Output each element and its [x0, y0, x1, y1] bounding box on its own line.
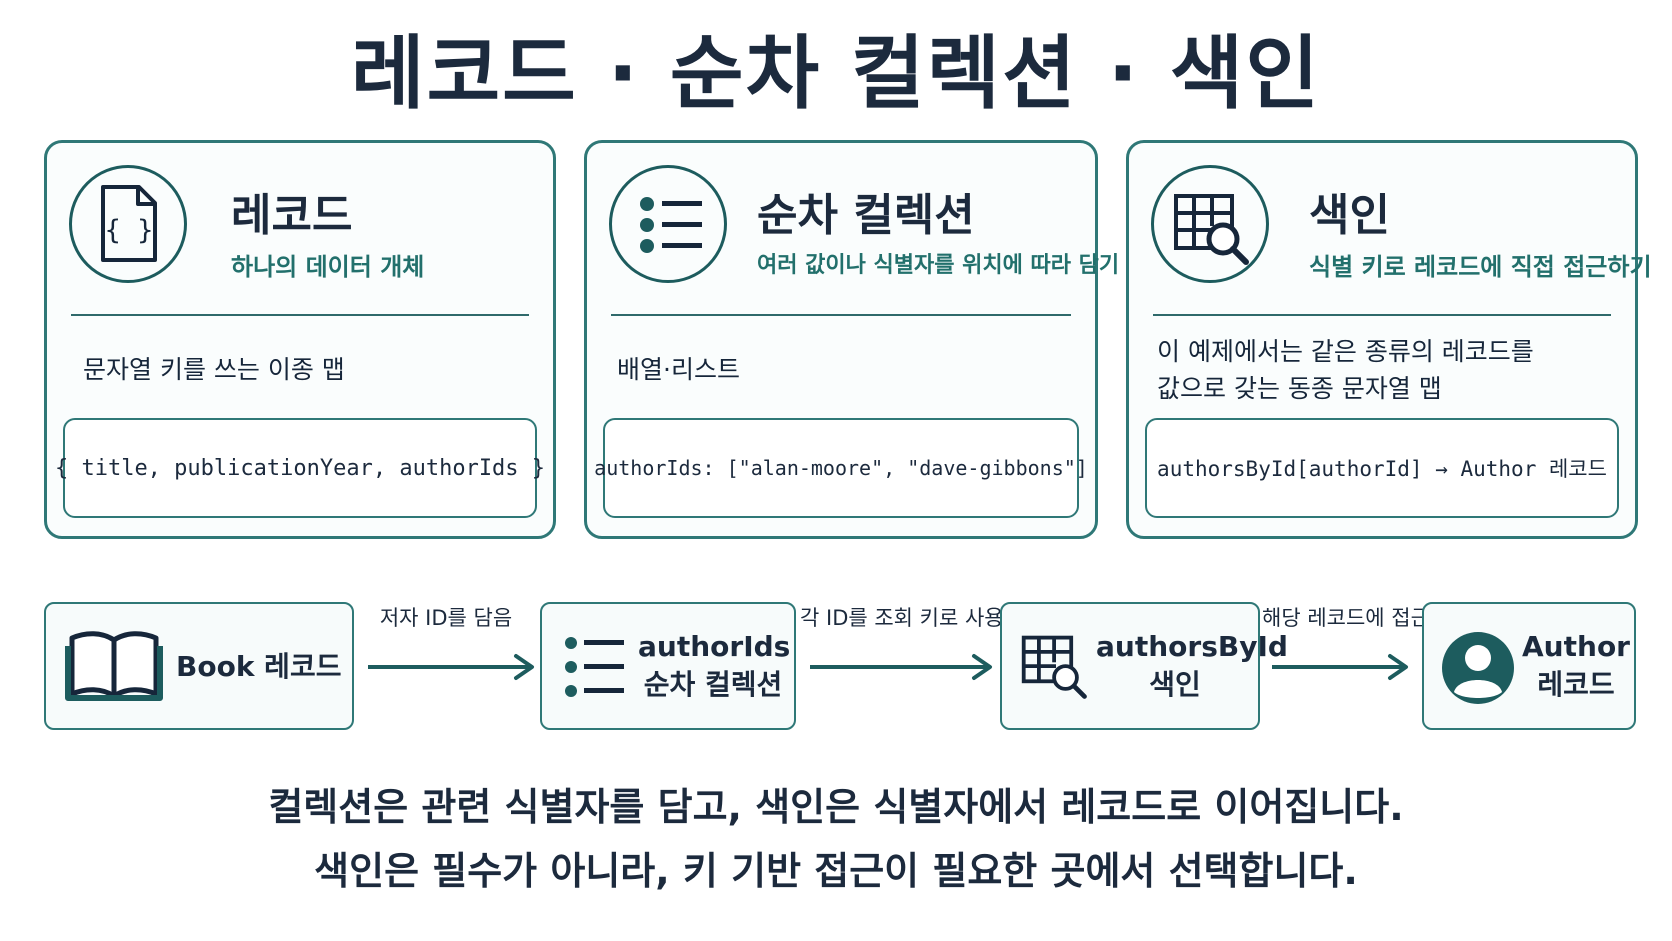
edge-label-lookup-key: 각 ID를 조회 키로 사용 — [800, 606, 1004, 630]
record-card-divider — [71, 314, 529, 316]
svg-text:{ }: { } — [105, 215, 154, 246]
collection-icon-circle — [609, 165, 727, 283]
book-icon — [65, 631, 163, 701]
json-file-icon: { } — [101, 185, 157, 262]
edge-label-access-record: 해당 레코드에 접근 — [1262, 606, 1430, 630]
index-description-line-1: 이 예제에서는 같은 종류의 레코드를 — [1157, 337, 1534, 366]
authors-by-id-node: authorsById 색인 — [1000, 602, 1288, 730]
author-node-line-1: Author — [1522, 630, 1630, 663]
authors-by-id-node-line-1: authorsById — [1096, 630, 1288, 663]
author-ids-node-line-1: authorIds — [638, 630, 791, 663]
index-card: 색인 식별 키로 레코드에 직접 접근하기 이 예제에서는 같은 종류의 레코드… — [1126, 140, 1652, 539]
index-description-line-2: 값으로 갖는 동종 문자열 맵 — [1157, 374, 1442, 403]
collection-card-title: 순차 컬렉션 — [757, 190, 975, 241]
author-ids-node-line-2: 순차 컬렉션 — [643, 668, 783, 701]
list-icon — [565, 637, 624, 697]
collection-card-divider — [611, 314, 1071, 316]
index-icon-circle — [1151, 165, 1269, 283]
author-record-node: Author 레코드 — [1422, 602, 1636, 730]
edge-label-holds-author-ids: 저자 ID를 담음 — [379, 606, 513, 630]
arrow-1 — [368, 654, 534, 680]
record-code-box: { title, publicationYear, authorIds } — [55, 418, 545, 518]
index-code-text: authorsById[authorId] → Author 레코드 — [1157, 457, 1607, 481]
index-code-box: authorsById[authorId] → Author 레코드 — [1145, 418, 1619, 518]
record-card: { } 레코드 하나의 데이터 개체 문자열 키를 쓰는 이종 맵 { titl… — [44, 140, 556, 539]
authors-by-id-node-label: authorsById 색인 — [1096, 628, 1288, 704]
book-record-node: Book 레코드 — [44, 602, 354, 730]
table-search-icon — [1021, 635, 1087, 699]
index-card-divider — [1153, 314, 1611, 316]
author-ids-node: authorIds 순차 컬렉션 — [540, 602, 796, 730]
record-card-description: 문자열 키를 쓰는 이종 맵 — [83, 355, 345, 384]
collection-card: 순차 컬렉션 여러 값이나 식별자를 위치에 따라 담기 배열·리스트 auth… — [584, 140, 1119, 539]
author-ids-node-label: authorIds 순차 컬렉션 — [638, 628, 791, 704]
collection-card-subtitle: 여러 값이나 식별자를 위치에 따라 담기 — [757, 253, 1120, 278]
book-node-label: Book 레코드 — [176, 650, 342, 683]
author-node-label: Author 레코드 — [1522, 628, 1630, 704]
author-node-line-2: 레코드 — [1537, 668, 1615, 701]
record-code-text: { title, publicationYear, authorIds } — [54, 455, 546, 481]
index-card-subtitle: 식별 키로 레코드에 직접 접근하기 — [1309, 253, 1652, 281]
authors-by-id-node-line-2: 색인 — [1149, 668, 1201, 701]
record-card-title: 레코드 — [231, 190, 353, 241]
index-card-description: 이 예제에서는 같은 종류의 레코드를 값으로 갖는 동종 문자열 맵 — [1157, 333, 1534, 407]
collection-code-text: authorIds: ["alan-moore", "dave-gibbons"… — [594, 456, 1088, 480]
caption-line-1: 컬렉션은 관련 식별자를 담고, 색인은 식별자에서 레코드로 이어집니다. — [268, 785, 1404, 829]
table-search-icon — [1174, 194, 1249, 265]
index-card-title: 색인 — [1309, 190, 1390, 241]
record-card-subtitle: 하나의 데이터 개체 — [231, 253, 425, 281]
list-icon — [640, 197, 702, 253]
record-icon-circle: { } — [69, 165, 187, 283]
arrow-3 — [1272, 654, 1408, 680]
collection-code-box: authorIds: ["alan-moore", "dave-gibbons"… — [594, 418, 1088, 518]
page-title: 레코드 · 순차 컬렉션 · 색인 — [350, 27, 1322, 120]
caption-line-2: 색인은 필수가 아니라, 키 기반 접근이 필요한 곳에서 선택합니다. — [314, 849, 1358, 893]
collection-card-description: 배열·리스트 — [617, 355, 740, 384]
arrow-2 — [810, 654, 992, 680]
user-icon — [1442, 632, 1514, 704]
